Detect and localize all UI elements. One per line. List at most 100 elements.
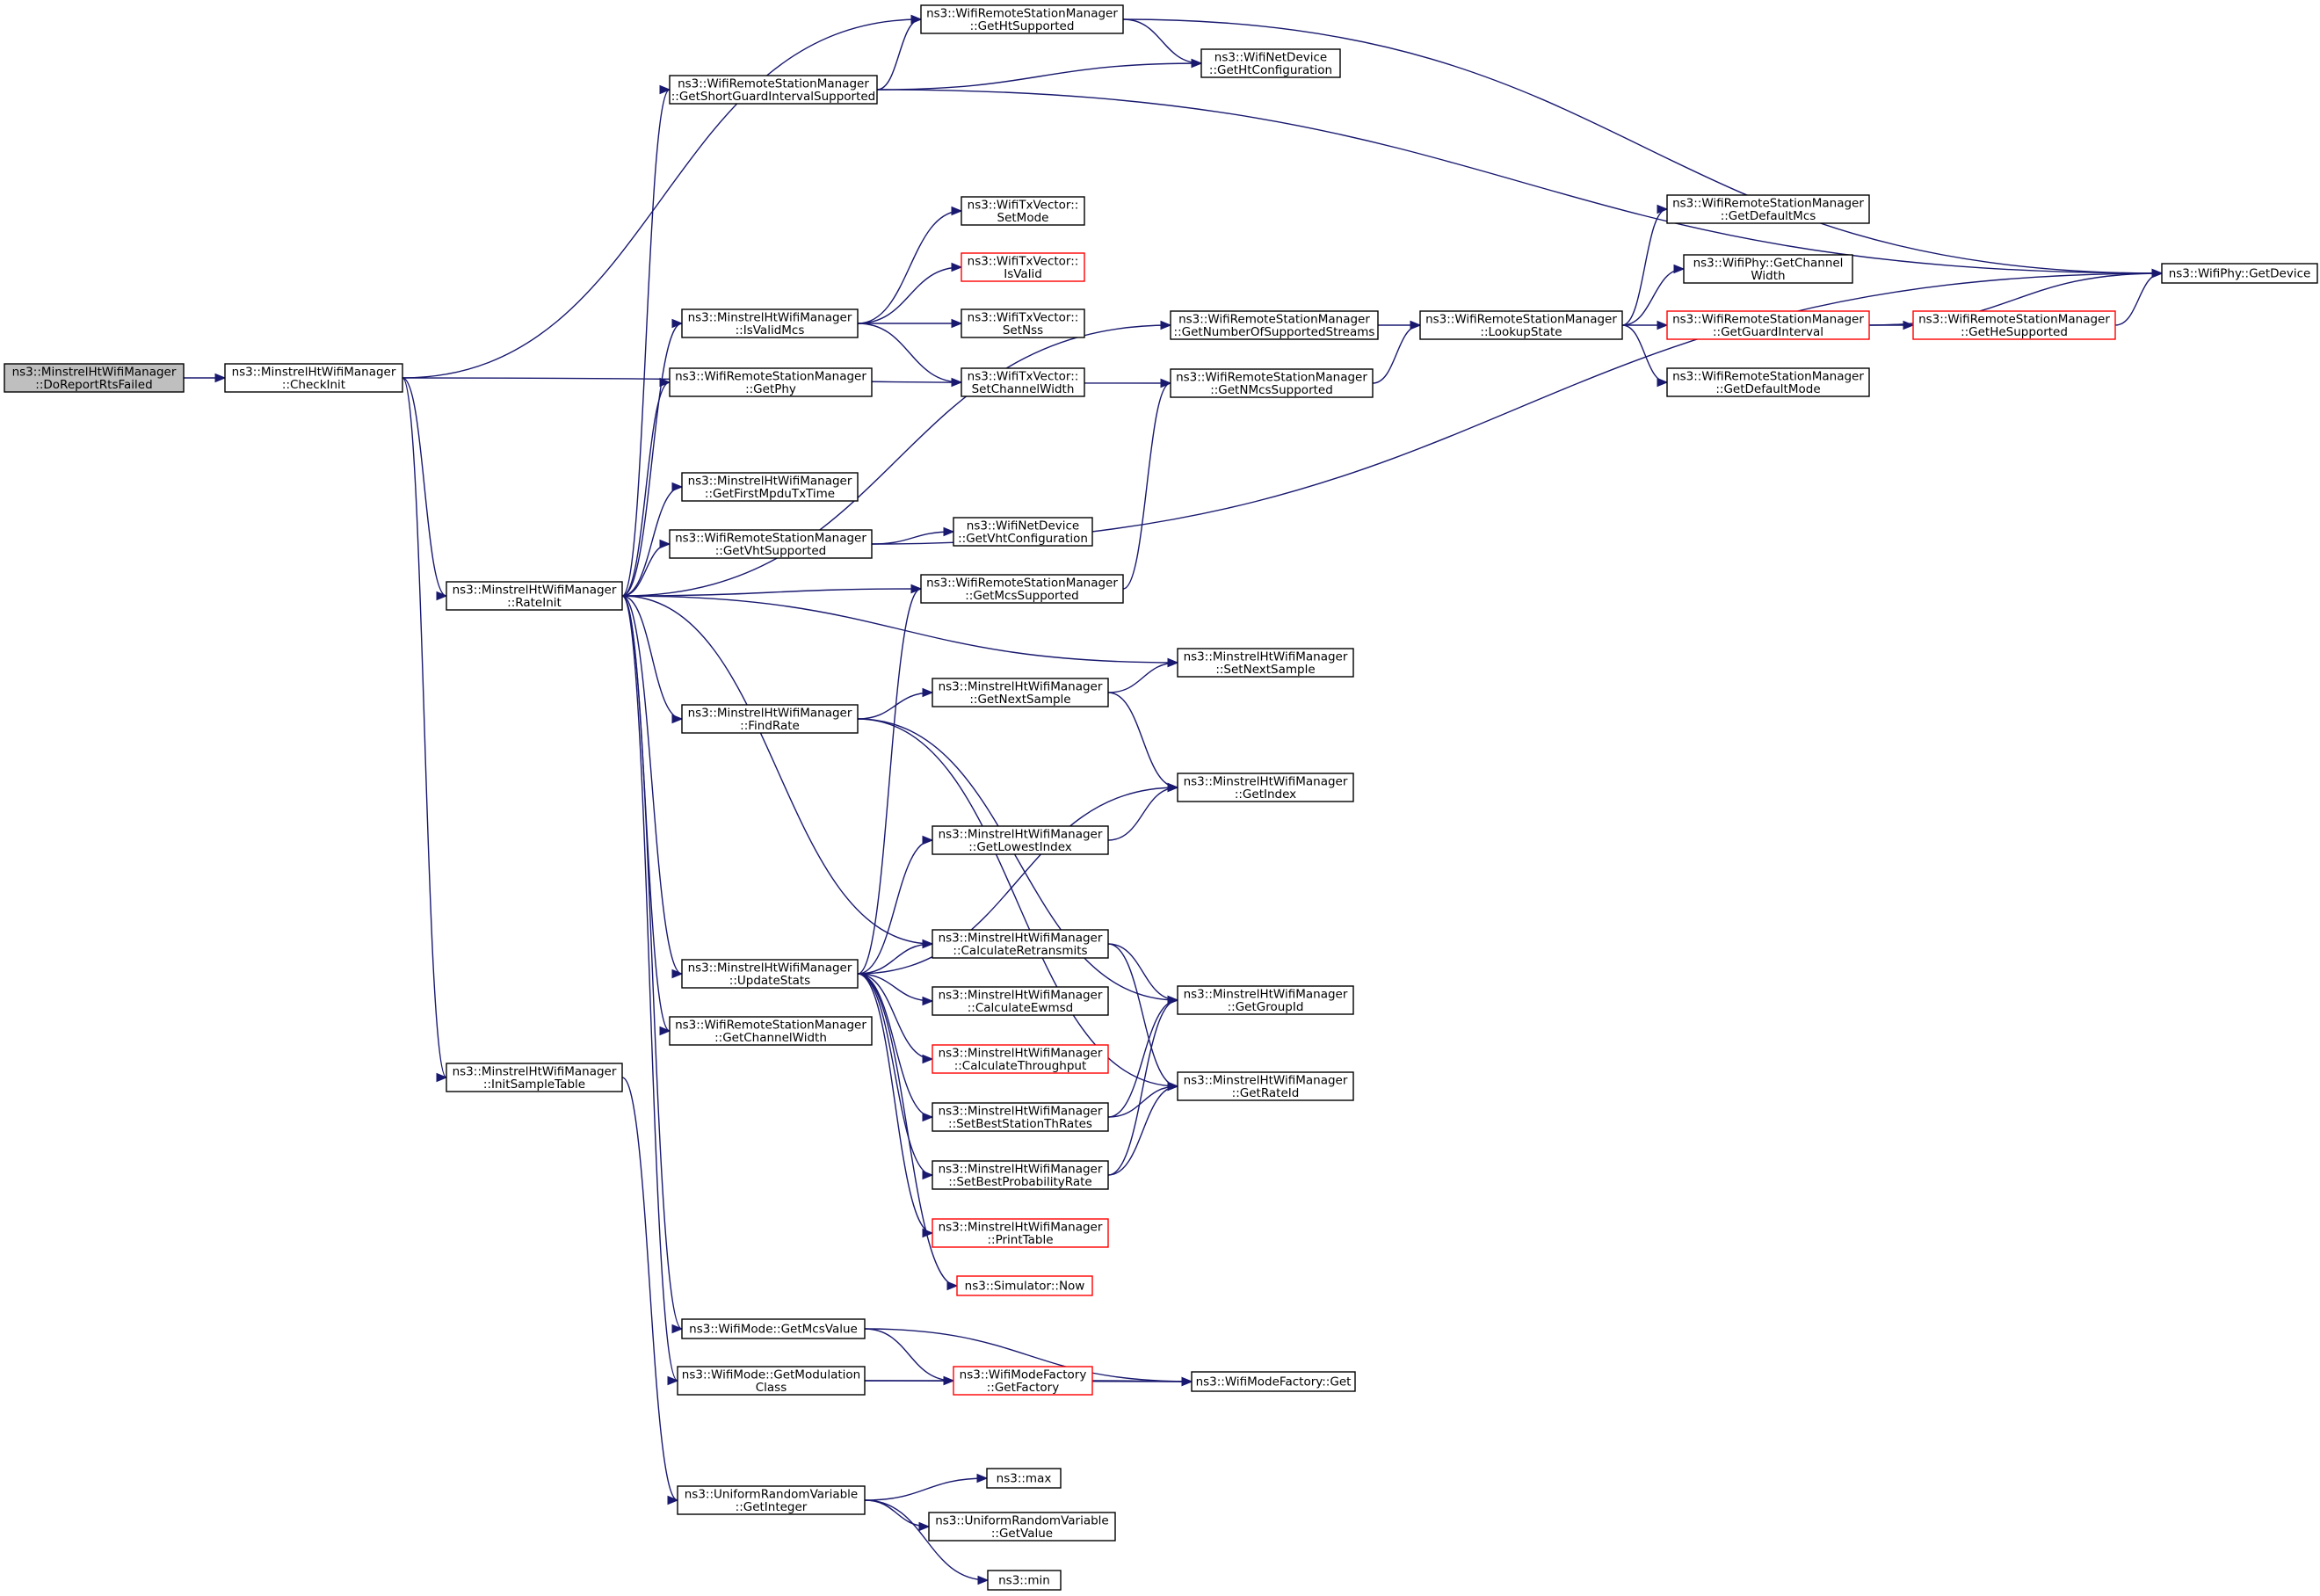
node-box xyxy=(987,1570,1062,1591)
node-box xyxy=(1177,1071,1354,1101)
edge-get-vht-supported-to-get-vht-configuration xyxy=(871,531,954,545)
node-urv-get-value[interactable]: ns3::UniformRandomVariable::GetValue xyxy=(928,1512,1116,1542)
node-label-line: ns3::WifiNetDevice xyxy=(1214,50,1327,64)
edge-update-stats-to-get-mcs-supported xyxy=(857,588,922,975)
node-box xyxy=(1666,367,1870,397)
node-label-line: ns3::MinstrelHtWifiManager xyxy=(688,706,852,720)
node-get-he-supported[interactable]: ns3::WifiRemoteStationManager::GetHeSupp… xyxy=(1912,310,2116,340)
node-get-vht-configuration[interactable]: ns3::WifiNetDevice::GetVhtConfiguration xyxy=(953,517,1093,547)
arrowhead xyxy=(659,539,671,549)
edge-update-stats-to-print-table xyxy=(857,973,933,1234)
node-get-vht-supported[interactable]: ns3::WifiRemoteStationManager::GetVhtSup… xyxy=(669,529,873,559)
node-box xyxy=(961,367,1085,397)
node-get-channel-width-phy[interactable]: ns3::WifiPhy::GetChannelWidth xyxy=(1683,254,1853,284)
node-phy-get-device[interactable]: ns3::WifiPhy::GetDevice xyxy=(2161,263,2318,284)
node-calculate-throughput[interactable]: ns3::MinstrelHtWifiManager::CalculateThr… xyxy=(932,1044,1109,1074)
node-label-line: ::RateInit xyxy=(507,596,562,610)
node-get-first-mpdu-tx-time[interactable]: ns3::MinstrelHtWifiManager::GetFirstMpdu… xyxy=(681,472,859,502)
arrowhead xyxy=(1167,782,1179,793)
arrowhead xyxy=(1160,320,1172,330)
node-box xyxy=(669,367,873,397)
arrowhead xyxy=(671,482,684,492)
node-box xyxy=(932,678,1109,707)
node-do-report-rts-failed[interactable]: ns3::MinstrelHtWifiManager::DoReportRtsF… xyxy=(4,363,185,393)
node-set-nss[interactable]: ns3::WifiTxVector::SetNss xyxy=(961,308,1085,338)
node-ns3-min[interactable]: ns3::min xyxy=(987,1570,1062,1591)
arrowhead xyxy=(922,996,934,1006)
node-print-table[interactable]: ns3::MinstrelHtWifiManager::PrintTable xyxy=(932,1218,1109,1248)
node-set-best-probability-rate[interactable]: ns3::MinstrelHtWifiManager::SetBestProba… xyxy=(932,1160,1109,1190)
arrowhead xyxy=(436,591,448,601)
node-label-line: ns3::MinstrelHtWifiManager xyxy=(939,679,1103,693)
node-get-sgi-supported[interactable]: ns3::WifiRemoteStationManager::GetShortG… xyxy=(669,75,878,105)
node-get-phy[interactable]: ns3::WifiRemoteStationManager::GetPhy xyxy=(669,367,873,397)
node-calculate-retransmits[interactable]: ns3::MinstrelHtWifiManager::CalculateRet… xyxy=(932,929,1109,959)
node-check-init[interactable]: ns3::MinstrelHtWifiManager::CheckInit xyxy=(224,363,403,393)
node-label-line: ns3::MinstrelHtWifiManager xyxy=(688,961,852,975)
node-calculate-ewmsd[interactable]: ns3::MinstrelHtWifiManager::CalculateEwm… xyxy=(932,986,1109,1016)
node-label-line: ::GetNumberOfSupportedStreams xyxy=(1174,325,1375,339)
edge-update-stats-to-calculate-throughput xyxy=(857,973,933,1060)
node-label-line: IsValid xyxy=(1004,267,1042,281)
arrowhead xyxy=(667,1375,679,1386)
node-get-default-mcs[interactable]: ns3::WifiRemoteStationManager::GetDefaul… xyxy=(1666,194,1870,224)
edge-lookup-state-to-get-default-mcs xyxy=(1621,208,1668,326)
node-label-line: ns3::WifiRemoteStationManager xyxy=(1672,312,1864,326)
node-set-mode[interactable]: ns3::WifiTxVector::SetMode xyxy=(961,196,1085,226)
node-get-guard-interval[interactable]: ns3::WifiRemoteStationManager::GetGuardI… xyxy=(1666,310,1870,340)
node-get-ht-supported[interactable]: ns3::WifiRemoteStationManager::GetHtSupp… xyxy=(920,4,1124,34)
node-set-best-station-th-rates[interactable]: ns3::MinstrelHtWifiManager::SetBestStati… xyxy=(932,1102,1109,1132)
node-box xyxy=(932,986,1109,1016)
node-get-mcs-value[interactable]: ns3::WifiMode::GetMcsValue xyxy=(681,1318,866,1339)
node-is-valid-mcs[interactable]: ns3::MinstrelHtWifiManager::IsValidMcs xyxy=(681,308,859,338)
node-update-stats[interactable]: ns3::MinstrelHtWifiManager::UpdateStats xyxy=(681,959,859,989)
node-get-factory[interactable]: ns3::WifiModeFactory::GetFactory xyxy=(953,1366,1093,1396)
node-ns3-max[interactable]: ns3::max xyxy=(986,1468,1062,1489)
node-get-next-sample[interactable]: ns3::MinstrelHtWifiManager::GetNextSampl… xyxy=(932,678,1109,707)
node-urv-get-integer[interactable]: ns3::UniformRandomVariable::GetInteger xyxy=(677,1485,866,1515)
node-box xyxy=(669,529,873,559)
node-get-group-id[interactable]: ns3::MinstrelHtWifiManager::GetGroupId xyxy=(1177,985,1354,1015)
node-get-mcs-supported[interactable]: ns3::WifiRemoteStationManager::GetMcsSup… xyxy=(920,574,1124,604)
node-simulator-now[interactable]: ns3::Simulator::Now xyxy=(956,1275,1093,1296)
node-get-default-mode[interactable]: ns3::WifiRemoteStationManager::GetDefaul… xyxy=(1666,367,1870,397)
arrowhead xyxy=(671,1324,684,1334)
edge-update-stats-to-set-best-probability-rate xyxy=(857,973,933,1176)
node-label-line: ns3::WifiMode::GetModulation xyxy=(682,1367,860,1382)
node-get-n-mcs-supported[interactable]: ns3::WifiRemoteStationManager::GetNMcsSu… xyxy=(1170,368,1374,398)
node-lookup-state[interactable]: ns3::WifiRemoteStationManager::LookupSta… xyxy=(1419,310,1623,340)
node-label-line: ns3::WifiRemoteStationManager xyxy=(926,576,1118,590)
node-set-next-sample[interactable]: ns3::MinstrelHtWifiManager::SetNextSampl… xyxy=(1177,648,1354,678)
node-label-line: ::GetInteger xyxy=(736,1500,808,1514)
node-box xyxy=(961,308,1085,338)
node-wifi-mode-factory-get[interactable]: ns3::WifiModeFactory::Get xyxy=(1191,1371,1356,1392)
node-label-line: ns3::WifiRemoteStationManager xyxy=(675,1018,866,1032)
node-rate-init[interactable]: ns3::MinstrelHtWifiManager::RateInit xyxy=(446,581,623,611)
node-find-rate[interactable]: ns3::MinstrelHtWifiManager::FindRate xyxy=(681,704,859,734)
arrowhead xyxy=(1673,264,1686,274)
node-get-channel-width-rsm[interactable]: ns3::WifiRemoteStationManager::GetChanne… xyxy=(669,1016,873,1046)
node-get-lowest-index[interactable]: ns3::MinstrelHtWifiManager::GetLowestInd… xyxy=(932,825,1109,855)
edge-get-next-sample-to-set-next-sample xyxy=(1107,662,1178,693)
node-label-line: ::GetHtSupported xyxy=(970,19,1075,33)
node-label-line: ns3::WifiRemoteStationManager xyxy=(675,369,866,383)
node-set-channel-width[interactable]: ns3::WifiTxVector::SetChannelWidth xyxy=(961,367,1085,397)
node-get-ht-configuration[interactable]: ns3::WifiNetDevice::GetHtConfiguration xyxy=(1200,48,1341,78)
edge-rate-init-to-is-valid-mcs xyxy=(621,323,683,597)
node-get-rate-id[interactable]: ns3::MinstrelHtWifiManager::GetRateId xyxy=(1177,1071,1354,1101)
node-box xyxy=(956,1275,1093,1296)
node-init-sample-table[interactable]: ns3::MinstrelHtWifiManager::InitSampleTa… xyxy=(446,1063,623,1092)
arrowhead xyxy=(1410,320,1422,330)
node-label-line: ns3::Simulator::Now xyxy=(965,1280,1085,1294)
edge-rate-init-to-get-first-mpdu-tx-time xyxy=(621,486,683,597)
node-is-valid[interactable]: ns3::WifiTxVector::IsValid xyxy=(961,252,1085,282)
edge-find-rate-to-get-group-id xyxy=(857,718,1178,1001)
node-get-index[interactable]: ns3::MinstrelHtWifiManager::GetIndex xyxy=(1177,773,1354,802)
edge-find-rate-to-get-rate-id xyxy=(857,718,1178,1087)
node-label-line: ns3::WifiRemoteStationManager xyxy=(1918,312,2110,326)
node-get-num-supported-streams[interactable]: ns3::WifiRemoteStationManager::GetNumber… xyxy=(1170,310,1379,340)
arrowhead xyxy=(922,1054,934,1064)
edge-get-sgi-supported-to-get-ht-configuration xyxy=(876,62,1202,91)
node-label-line: ns3::max xyxy=(997,1472,1052,1486)
